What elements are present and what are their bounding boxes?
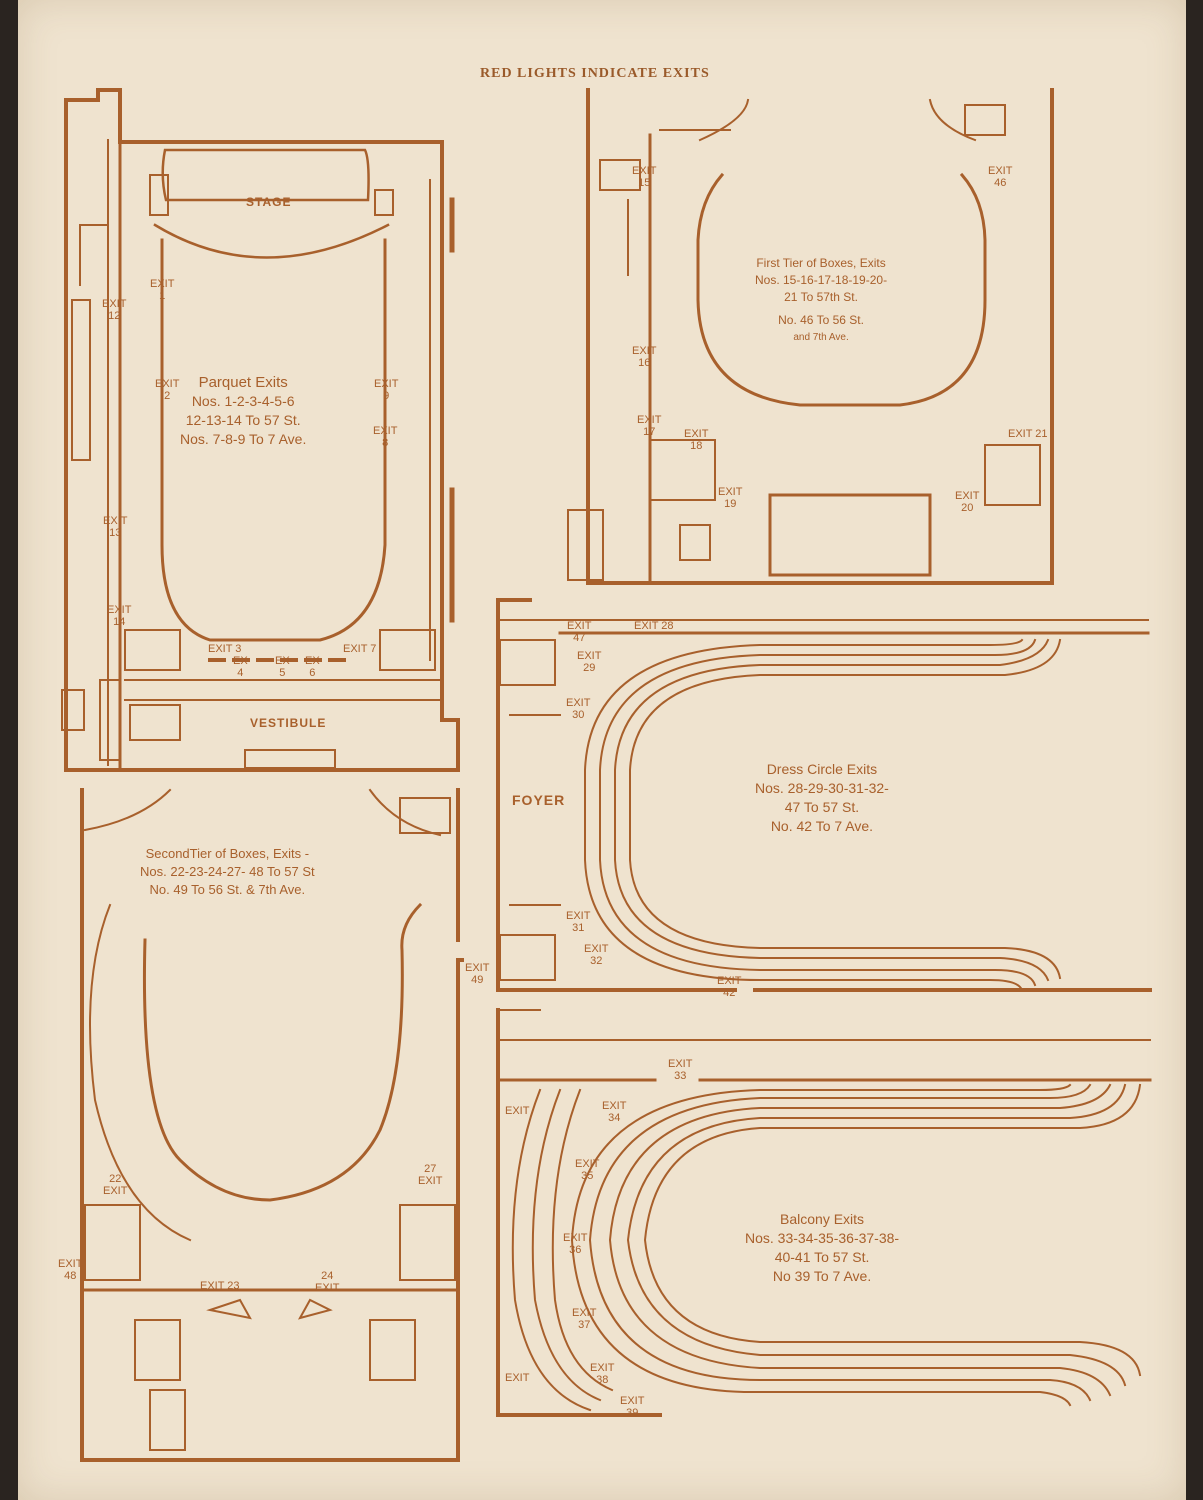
balcony-side-exit-1: EXIT	[505, 1105, 530, 1117]
parquet-line-3: Nos. 7-8-9 To 7 Ave.	[180, 431, 307, 447]
exit-marker-7: EXIT 7	[343, 643, 377, 655]
second-tier-line-1: Nos. 22-23-24-27- 48 To 57 St	[140, 864, 315, 879]
balcony-line-1: Nos. 33-34-35-36-37-38-	[745, 1230, 900, 1246]
first-tier-title: First Tier of Boxes, Exits	[756, 256, 886, 270]
parquet-plan	[61, 88, 460, 772]
dress-circle-line-1: Nos. 28-29-30-31-32-	[755, 780, 889, 796]
second-tier-plan	[80, 788, 464, 1462]
parquet-line-2: 12-13-14 To 57 St.	[185, 412, 301, 428]
dress-circle-title: Dress Circle Exits	[766, 761, 878, 777]
vestibule-label: VESTIBULE	[250, 716, 327, 730]
balcony-exits-note: Balcony Exits Nos. 33-34-35-36-37-38- 40…	[745, 1210, 899, 1286]
exit-marker-21: EXIT 21	[1008, 428, 1048, 440]
foyer-label: FOYER	[512, 792, 566, 808]
balcony-title: Balcony Exits	[780, 1211, 865, 1227]
parquet-line-1: Nos. 1-2-3-4-5-6	[191, 393, 295, 409]
first-tier-line-3: No. 46 To 56 St.	[778, 313, 864, 327]
dress-circle-plan	[496, 598, 1152, 992]
dress-circle-exits-note: Dress Circle Exits Nos. 28-29-30-31-32- …	[755, 760, 889, 836]
exit-notice-title: RED LIGHTS INDICATE EXITS	[480, 66, 710, 81]
first-tier-plan	[567, 88, 1054, 585]
balcony-line-2: 40-41 To 57 St.	[774, 1249, 870, 1265]
balcony-line-3: No 39 To 7 Ave.	[772, 1268, 872, 1284]
second-tier-title: SecondTier of Boxes, Exits -	[145, 846, 310, 861]
dress-circle-line-2: 47 To 57 St.	[784, 799, 860, 815]
first-tier-line-4: and 7th Ave.	[793, 332, 849, 343]
parquet-title: Parquet Exits	[198, 374, 288, 391]
stage-label: STAGE	[246, 195, 292, 209]
dress-circle-line-3: No. 42 To 7 Ave.	[770, 818, 874, 834]
balcony-side-exit-2: EXIT	[505, 1372, 530, 1384]
first-tier-line-2: 21 To 57th St.	[784, 290, 858, 304]
parquet-exits-note: Parquet Exits Nos. 1-2-3-4-5-6 12-13-14 …	[180, 373, 306, 449]
second-tier-line-2: No. 49 To 56 St. & 7th Ave.	[149, 882, 306, 897]
exit-marker-28: EXIT 28	[634, 620, 674, 632]
exit-marker-23: EXIT 23	[200, 1280, 240, 1292]
first-tier-exits-note: First Tier of Boxes, Exits Nos. 15-16-17…	[755, 255, 887, 346]
balcony-plan	[496, 1008, 1152, 1417]
exit-marker-3: EXIT 3	[208, 643, 242, 655]
second-tier-exits-note: SecondTier of Boxes, Exits - Nos. 22-23-…	[140, 845, 315, 899]
first-tier-line-1: Nos. 15-16-17-18-19-20-	[755, 273, 888, 287]
